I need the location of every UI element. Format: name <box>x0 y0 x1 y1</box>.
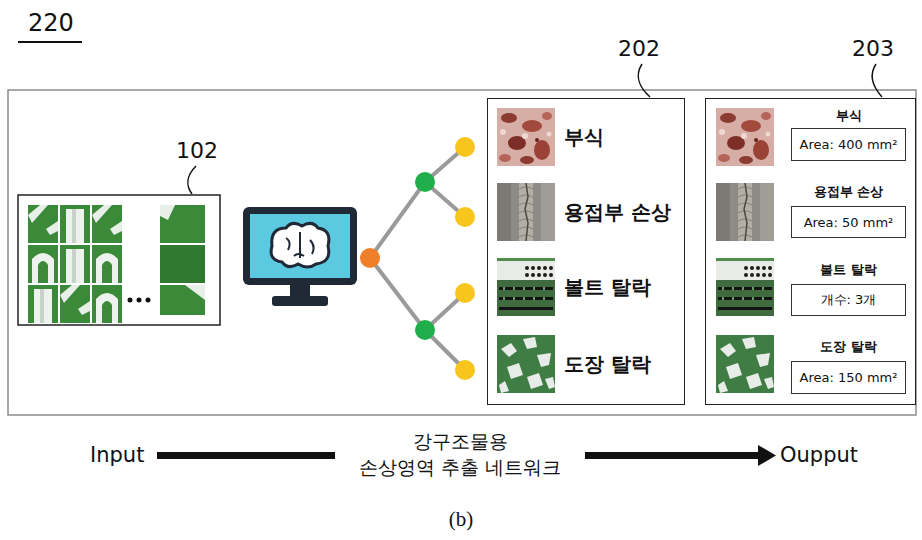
figure-number: 220 <box>28 10 74 36</box>
wrap-spacer <box>340 428 400 454</box>
network-label-box: 강구조물용 손상영역 추출 네트워크 <box>340 428 580 480</box>
damage-label: 부식 <box>564 124 604 150</box>
measure-value: 개수: 3개 <box>821 291 877 309</box>
damage-images <box>497 108 774 393</box>
damage-label: 용접부 손상 <box>564 199 671 225</box>
leader-line <box>872 64 882 97</box>
damage-title: 볼트 탈락 <box>791 261 906 279</box>
damage-title: 부식 <box>791 107 906 125</box>
callout-number: 203 <box>852 36 894 62</box>
value-box: 개수: 3개 <box>791 284 906 316</box>
caption: (b) <box>0 506 922 532</box>
computer-icon <box>243 207 357 306</box>
damage-title: 도장 탈락 <box>791 338 906 356</box>
value-box: Area: 50 mm² <box>791 206 906 238</box>
tree-graph <box>360 137 475 380</box>
callout-number: 202 <box>618 36 660 62</box>
wrap-spacer <box>520 428 580 454</box>
result-panel: Area: 400 mm² Area: 50 mm² 개수: 3개 Area: 150… <box>705 98 916 405</box>
input-tiles <box>18 195 220 325</box>
damage-label: 볼트 탈락 <box>564 274 651 300</box>
damage-label: 도장 탈락 <box>564 351 651 377</box>
network-label: 강구조물용 손상영역 추출 네트워크 <box>359 430 561 478</box>
outer-panel <box>8 90 916 415</box>
callout-number: 102 <box>176 138 218 164</box>
value-box: Area: 150 mm² <box>791 361 906 394</box>
damage-title: 용접부 손상 <box>791 183 906 201</box>
leader-line <box>188 166 196 194</box>
underline <box>18 41 82 43</box>
measure-value: Area: 400 mm² <box>800 137 898 152</box>
measure-value: Area: 50 mm² <box>804 215 894 230</box>
flow-label: Oupput <box>780 442 858 468</box>
value-box: Area: 400 mm² <box>791 128 906 161</box>
leader-line <box>638 64 650 97</box>
measure-value: Area: 150 mm² <box>800 370 898 385</box>
flow-label: Input <box>90 442 144 468</box>
result-panel: 부식용접부 손상볼트 탈락도장 탈락 <box>487 98 685 405</box>
